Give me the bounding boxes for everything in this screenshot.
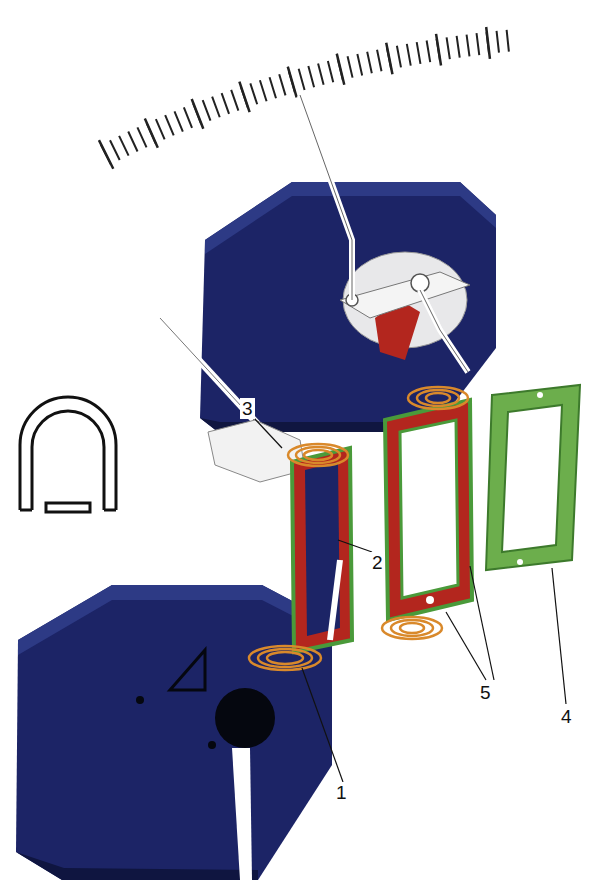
callout-number: 2: [370, 552, 385, 573]
assembled-meter: [200, 95, 496, 432]
moving-coil: [160, 318, 352, 670]
callout-number: 5: [478, 682, 493, 703]
callout-number: 4: [559, 706, 574, 727]
leader-lines: [254, 418, 566, 782]
coil-frame: [382, 387, 472, 639]
scale-major-ticks: [105, 40, 515, 155]
magnet-symbol: [20, 397, 116, 512]
scale-ticks: [105, 40, 515, 155]
aluminium-frame: [486, 385, 580, 570]
callout-number: 3: [240, 398, 255, 419]
callout-number: 1: [334, 782, 349, 803]
magnet-body: [16, 585, 332, 880]
